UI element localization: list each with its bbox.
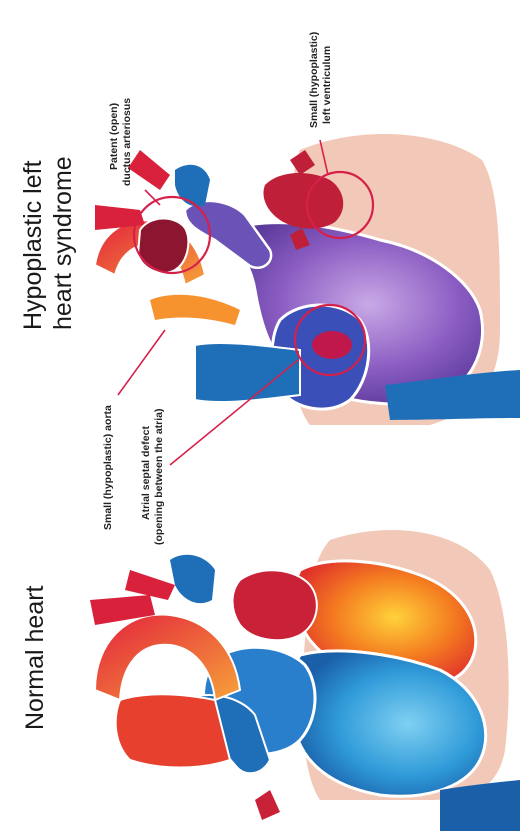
pda-label-line1: Patent (open) bbox=[108, 103, 120, 170]
asd-label-line2: (opening between the atria) bbox=[153, 408, 165, 545]
normal-superior-vena-cava bbox=[170, 555, 215, 603]
normal-heart bbox=[90, 530, 520, 831]
normal-left-atrium bbox=[233, 570, 317, 640]
lv-label-line2: left ventriculum bbox=[321, 46, 333, 124]
normal-aorta-body bbox=[116, 694, 230, 767]
pda-label-line2: ductus arteriosus bbox=[121, 98, 133, 186]
normal-aorta bbox=[95, 614, 240, 700]
lv-label-line1: Small (hypoplastic) bbox=[308, 32, 320, 128]
hlhs-upper-vein bbox=[175, 165, 210, 207]
hlhs-small-left-ventricle bbox=[263, 173, 343, 229]
aorta-leader-line bbox=[118, 330, 165, 395]
normal-title: Normal heart bbox=[20, 586, 50, 731]
normal-pulmonary-vein bbox=[255, 790, 280, 820]
asd-label-line1: Atrial septal defect bbox=[140, 426, 152, 520]
hlhs-septal-opening bbox=[312, 331, 352, 359]
hlhs-ductus-region bbox=[138, 218, 188, 272]
aorta-label: Small (hypoplastic) aorta bbox=[102, 405, 114, 530]
hlhs-aorta-lower bbox=[150, 295, 240, 325]
hlhs-vena-cava bbox=[195, 343, 300, 402]
hlhs-title-line1: Hypoplastic left bbox=[18, 160, 48, 330]
hlhs-title-line2: heart syndrome bbox=[48, 156, 78, 330]
